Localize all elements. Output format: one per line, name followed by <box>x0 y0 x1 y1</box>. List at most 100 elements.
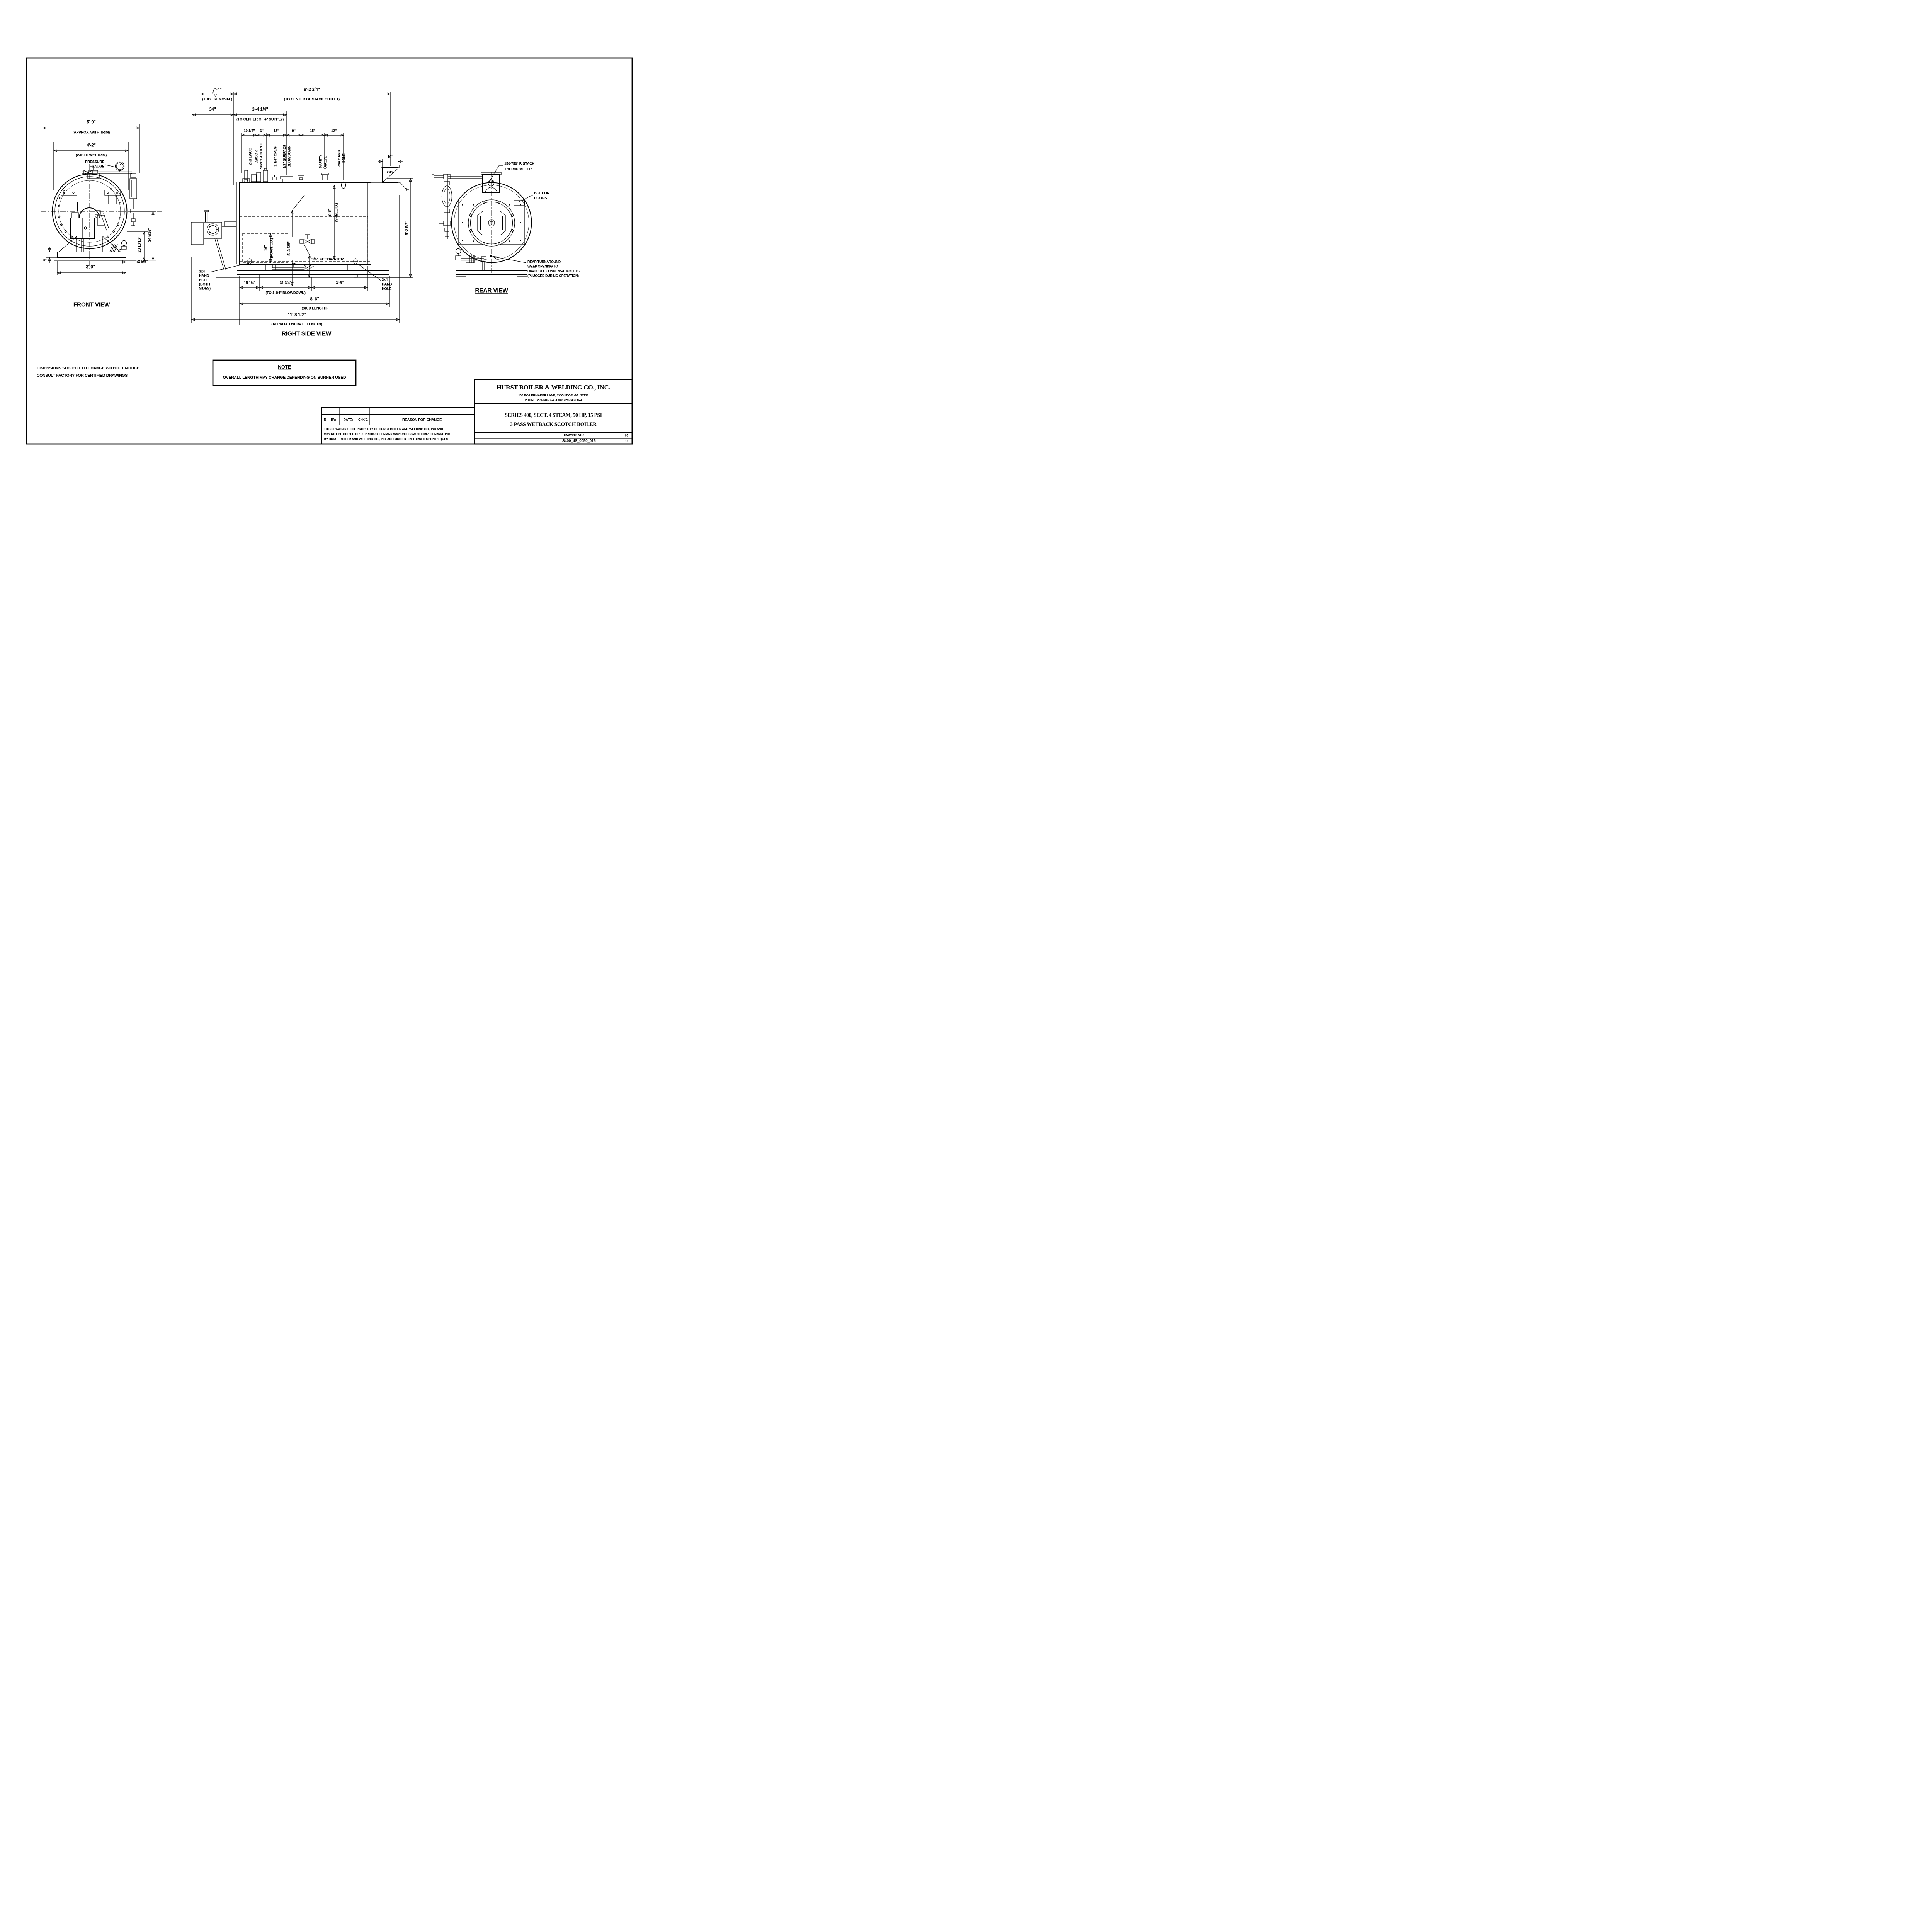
sv-dim-skid-length: 8'-6" <box>310 297 319 302</box>
sv-dim-supply-note: (TO CENTER OF 4" SUPPLY) <box>236 117 284 122</box>
sv-dim-small: 6" <box>260 129 264 133</box>
company-name: HURST BOILER & WELDING CO., INC. <box>496 383 611 391</box>
sv-dim-stack-note: (TO CENTER OF STACK OUTLET) <box>284 97 340 102</box>
sv-label-safety-valve: SAFETY <box>318 155 323 168</box>
sv-label-lwco-pump: PUMP CONTROL <box>259 142 264 171</box>
front-trim-cluster <box>95 210 109 231</box>
fv-dim-height-center: 34 5/16" <box>148 228 152 242</box>
sv-dim-small: 12" <box>331 129 337 133</box>
front-view-drawing <box>41 124 162 275</box>
sv-dim-small: 10 1/4" <box>243 129 255 133</box>
sv-label-hand-hole-right: 3x4 <box>382 277 388 282</box>
drawing-sheet: 5'-0" (APPROX. WITH TRIM) 4'-2" (WIDTH W… <box>0 0 638 493</box>
side-extension-lines <box>191 92 413 325</box>
fv-pressure-gauge-label: PRESSURE <box>85 160 104 164</box>
front-view-title: FRONT VIEW <box>73 301 110 308</box>
rev-col-date: DATE: <box>343 418 353 422</box>
rev-col-r: R <box>323 418 327 422</box>
note-box-border <box>212 359 357 386</box>
note-title: NOTE <box>278 364 291 370</box>
sv-label-safety-valve: VALVE <box>323 156 328 167</box>
rev-value: 0 <box>625 439 628 444</box>
sv-label-feedwater: 3/4" FEEDWATER <box>311 257 344 262</box>
fv-dim-trim-width: 5'-0" <box>87 120 96 125</box>
side-dimension-lines <box>191 91 410 320</box>
fv-dim-trim-width-note: (APPROX. WITH TRIM) <box>72 130 110 135</box>
disclaimer-line: DIMENSIONS SUBJECT TO CHANGE WITHOUT NOT… <box>37 366 141 371</box>
sv-dim-furnace-note: (FURN. OD.) <box>269 238 274 258</box>
rv-label-weep: WEEP OPENING TO <box>527 264 558 269</box>
sv-label-cplg: 1 1/4" CPLG <box>273 146 278 167</box>
rv-label-weep: (PLUGGED DURING OPERATION) <box>527 274 579 278</box>
sv-dim-skid-height: 12" <box>303 263 308 269</box>
fv-dim-width-note: (WIDTH W/O TRIM) <box>75 153 107 158</box>
sv-label-hand-hole-left: (BOTH <box>199 282 210 287</box>
rv-label-bolt-on-doors: BOLT ON <box>534 191 549 196</box>
sv-dim-shell-id: 3'-8" <box>327 208 332 217</box>
sv-label-hand-hole-left: HOLE <box>199 278 209 282</box>
rv-label-thermometer: THERMOMETER <box>504 167 532 172</box>
sv-dim-waterline: 5'-3 5/8" <box>286 241 291 256</box>
side-feedwater-valve <box>299 234 315 259</box>
sv-dim-small: 15" <box>310 129 316 133</box>
rev-col-chkd: CHK'D. <box>358 418 369 422</box>
rear-blowdown-piping <box>455 248 486 270</box>
company-address: 100 BOILERMAKER LANE, COOLIDGE, GA. 3173… <box>518 393 588 397</box>
front-water-column <box>129 173 137 226</box>
rev-legal-line: THIS DRAWING IS THE PROPERTY OF HURST BO… <box>324 427 443 431</box>
rev-legal-line: MAY NOT BE COPIED OR REPRODUCED IN ANY W… <box>324 432 450 436</box>
side-top-fittings <box>242 166 346 189</box>
sv-dim-overall: 11'-8 1/2" <box>287 313 306 318</box>
sv-label-hand-hole-right: HOLE <box>382 287 392 291</box>
rv-label-bolt-on-doors: DOORS <box>534 196 547 201</box>
rear-water-column <box>432 174 452 239</box>
sv-dim-stack-od: 10" <box>387 155 393 159</box>
note-text: OVERALL LENGTH MAY CHANGE DEPENDING ON B… <box>223 375 346 380</box>
sv-label-hand-hole-left: HAND <box>199 274 209 278</box>
sv-dim-shell-id-note: (SHELL ID.) <box>334 203 339 222</box>
front-extension-lines <box>43 124 156 275</box>
sv-dim-front: 34" <box>209 107 216 112</box>
side-burner-assembly <box>191 210 236 271</box>
sv-dim-small: 9" <box>292 129 296 133</box>
fv-pressure-gauge-label: GAUGE <box>91 164 105 169</box>
rev-col-reason: REASON FOR CHANGE <box>402 418 442 422</box>
sv-dim-overall-note: (APPROX. OVERALL LENGTH) <box>271 322 322 327</box>
fv-dim-skid-offset: 2 5/8" <box>138 260 148 264</box>
rev-legal-line: BY HURST BOILER AND WELDING CO., INC. AN… <box>324 437 450 441</box>
rv-label-weep: DRAIN OFF CONDENSATION, ETC. <box>527 269 581 273</box>
drawing-no-value: S400_4S_0050_015 <box>562 439 596 443</box>
sv-dim-blowdown: 31 3/4" <box>279 281 292 285</box>
product-description: SERIES 400, SECT. 4 STEAM, 50 HP, 15 PSI <box>505 412 602 418</box>
fv-dim-width: 4'-2" <box>87 143 96 148</box>
sv-dim-small: 15" <box>273 129 279 133</box>
sv-dim-height: 5'-2 5/8" <box>404 221 409 235</box>
sv-dim-stack: 8'-2 3/4" <box>304 87 320 92</box>
sv-label-hand-hole-right: HAND <box>382 282 392 287</box>
side-view-title: RIGHT SIDE VIEW <box>281 330 332 337</box>
sv-dim-front-skid: 15 1/4" <box>243 281 256 285</box>
sv-label-hand-hole-top: 3x4 HAND <box>337 150 342 167</box>
drawing-canvas <box>26 57 633 445</box>
sv-dim-skid-length-note: (SKID LENGTH) <box>301 306 328 311</box>
title-block-lines <box>474 379 633 445</box>
drawing-no-label: DRAWING NO.: <box>563 433 584 437</box>
sv-dim-rear: 3'-8" <box>335 281 344 285</box>
front-dimension-lines <box>43 128 153 273</box>
rv-label-weep: REAR TURNAROUND <box>527 260 561 264</box>
sv-dim-tube-removal: 7'-4" <box>213 87 222 92</box>
rev-header: R <box>625 433 628 438</box>
sv-label-surface-blowdown: 1/2" SURFACE <box>282 144 287 169</box>
sv-label-2nd-lwco: 2nd LWCO <box>248 148 253 165</box>
rev-col-by: BY: <box>331 418 336 422</box>
sv-label-lwco-pump: LWCO & <box>254 149 259 164</box>
fv-dim-skid-width: 3'-0" <box>86 265 95 270</box>
sv-dim-furnace: 16" <box>264 245 268 251</box>
fv-dim-height-outlet: 28 13/16" <box>138 236 142 253</box>
rv-label-thermometer: 150-750° F. STACK <box>504 162 535 166</box>
side-view-drawing <box>191 91 413 325</box>
sv-label-hand-hole-left: 3x4 <box>199 269 205 274</box>
sv-label-od: OD. <box>387 170 394 175</box>
rear-view-drawing <box>432 165 541 277</box>
fv-dim-foot: 4" <box>43 258 47 262</box>
